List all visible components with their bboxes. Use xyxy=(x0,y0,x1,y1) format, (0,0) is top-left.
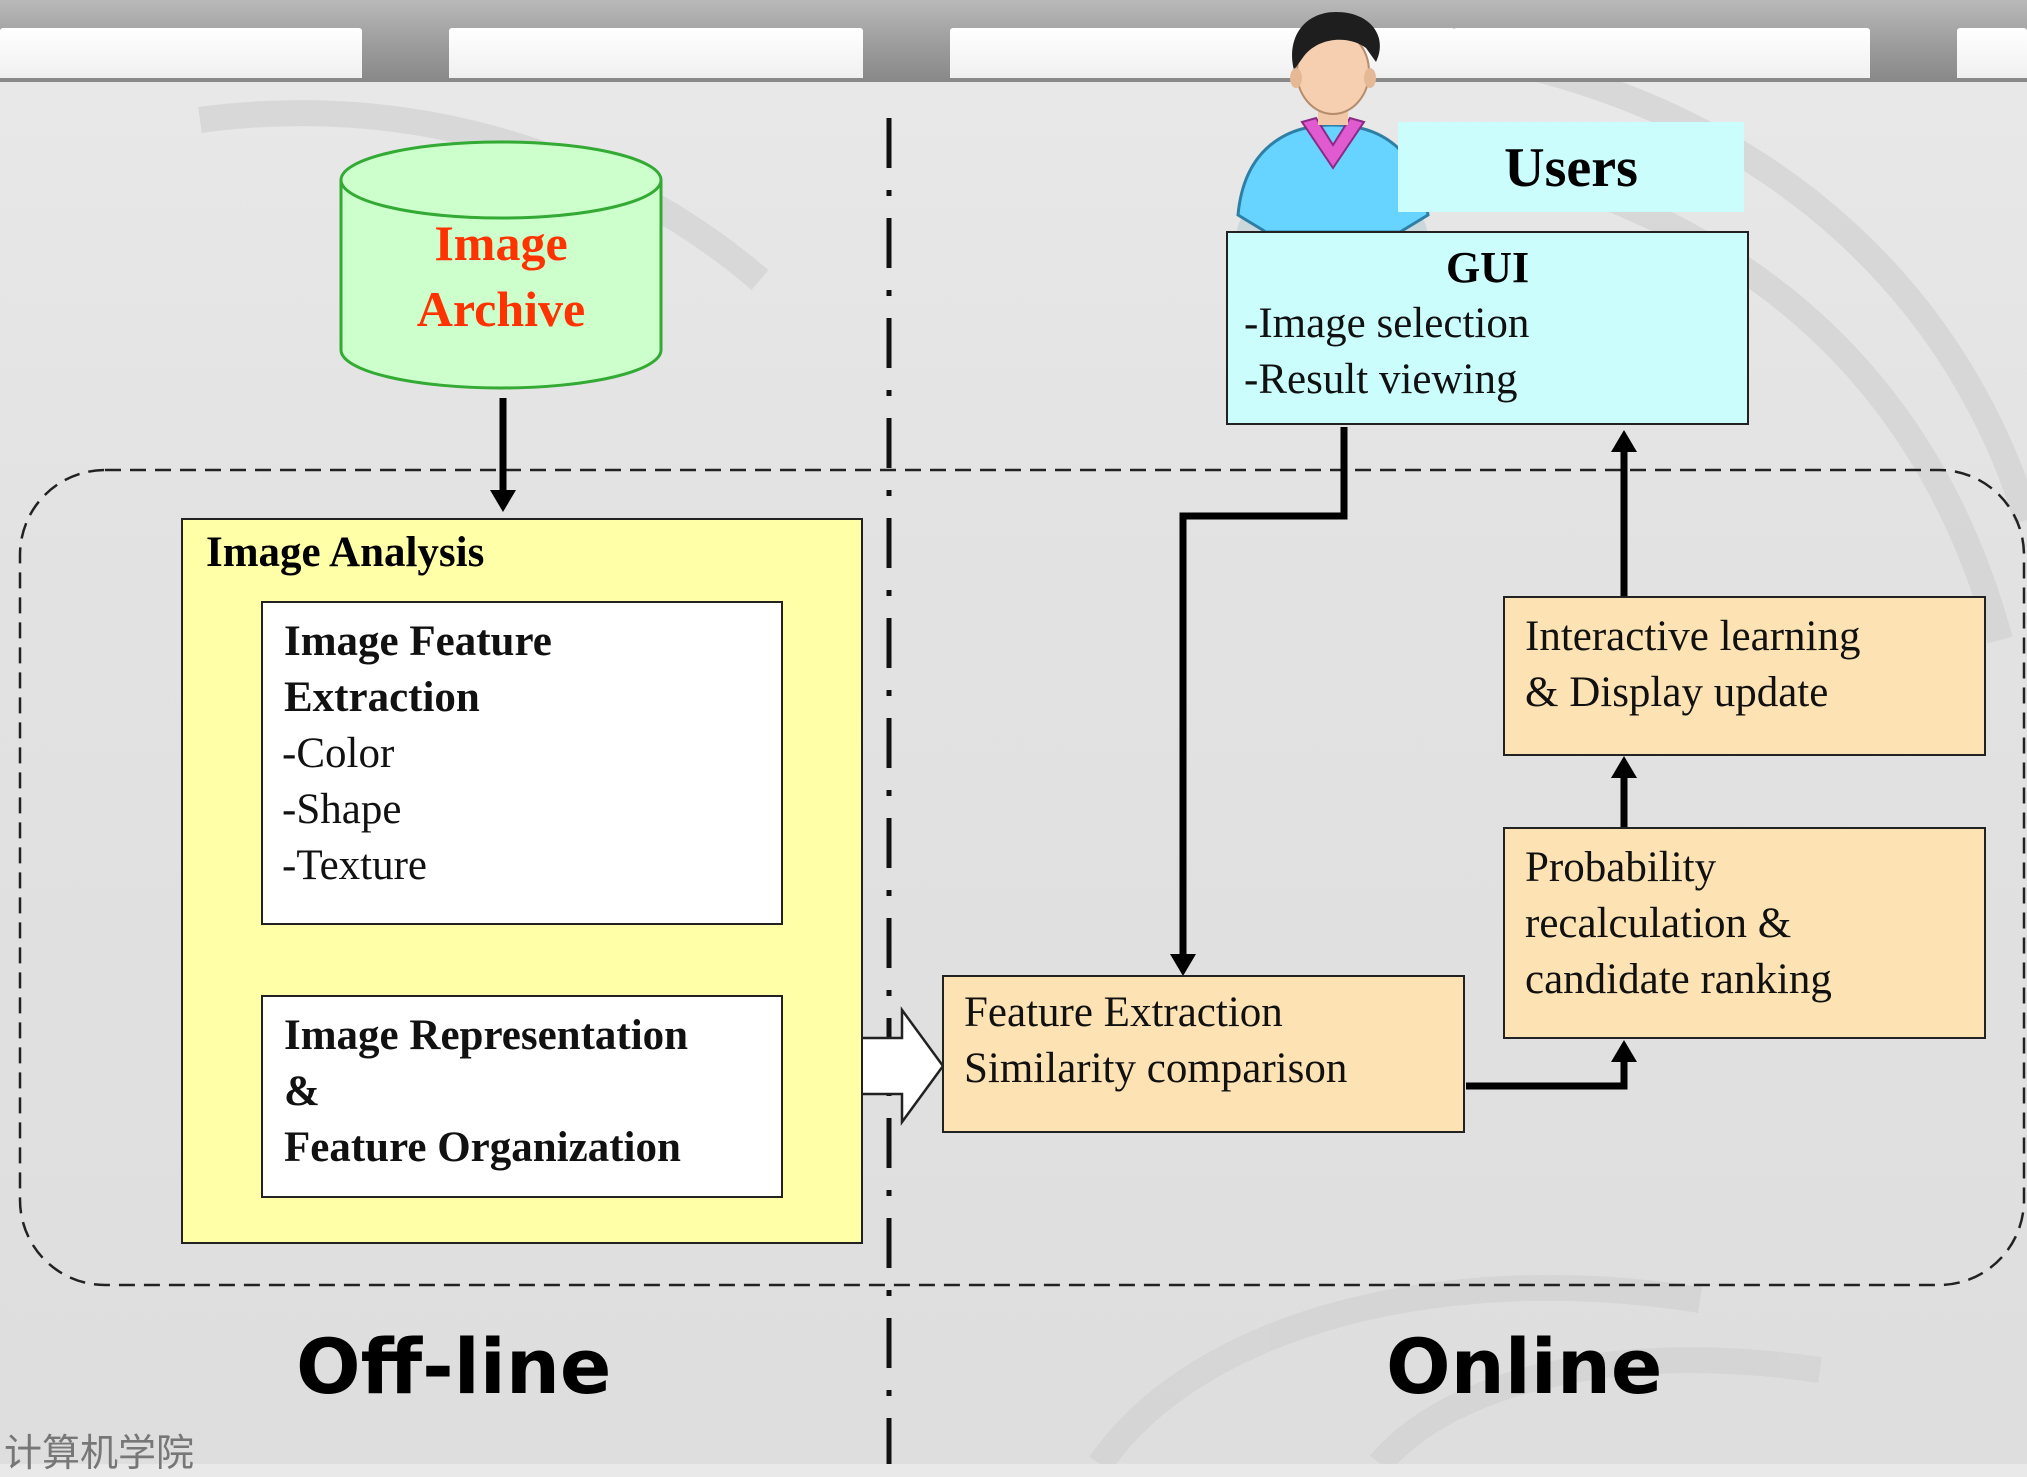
interactive-line: Interactive learning xyxy=(1525,613,1861,660)
arrow-similarity-to-probability xyxy=(1466,1056,1628,1090)
gui-title: GUI xyxy=(1445,243,1530,292)
similarity-line: Similarity comparison xyxy=(964,1045,1348,1092)
footer-logo-text: 计算机学院 xyxy=(4,1431,195,1475)
header-tab xyxy=(0,28,362,78)
image-archive-label: Image Archive xyxy=(341,210,661,342)
feature-extraction-title: Image Feature xyxy=(284,618,552,665)
image-analysis-title: Image Analysis xyxy=(206,529,485,576)
feature-extraction-title: Extraction xyxy=(284,674,480,721)
representation-box xyxy=(261,995,783,1198)
probability-line: Probability xyxy=(1525,844,1717,891)
feature-item: -Texture xyxy=(282,842,428,889)
feature-item: -Color xyxy=(282,730,395,777)
gui-box xyxy=(1226,231,1749,425)
system-boundary xyxy=(18,468,2026,1287)
online-label: Online xyxy=(1386,1322,1663,1411)
header-tab xyxy=(449,28,863,78)
arrowhead xyxy=(490,490,516,512)
archive-line-2: Archive xyxy=(416,281,586,337)
interactive-learning-box xyxy=(1503,596,1986,756)
gui-item: -Image selection xyxy=(1244,300,1530,347)
arrowhead xyxy=(1611,1040,1637,1062)
probability-box xyxy=(1503,827,1986,1039)
similarity-line: Feature Extraction xyxy=(964,989,1283,1036)
image-archive-cylinder xyxy=(339,140,663,390)
arrowhead xyxy=(1170,954,1196,976)
users-label: Users xyxy=(1504,137,1638,199)
representation-line: & xyxy=(284,1068,320,1115)
offline-label: Off-line xyxy=(296,1322,612,1411)
arrowhead xyxy=(1611,756,1637,778)
gui-item: -Result viewing xyxy=(1244,356,1518,403)
representation-line: Image Representation xyxy=(284,1012,689,1059)
arrow-gui-to-similarity xyxy=(1179,427,1348,960)
header-tab xyxy=(1453,28,1870,78)
interactive-line: & Display update xyxy=(1525,669,1829,716)
feature-extraction-box xyxy=(261,601,783,925)
arrowhead xyxy=(1611,430,1637,452)
probability-line: recalculation & xyxy=(1525,900,1792,947)
probability-line: candidate ranking xyxy=(1525,956,1832,1003)
archive-line-1: Image xyxy=(434,215,568,271)
feature-item: -Shape xyxy=(282,786,402,833)
users-label-box xyxy=(1398,122,1744,212)
header-tab xyxy=(1957,28,2027,78)
similarity-box xyxy=(942,975,1465,1133)
representation-line: Feature Organization xyxy=(284,1124,681,1171)
